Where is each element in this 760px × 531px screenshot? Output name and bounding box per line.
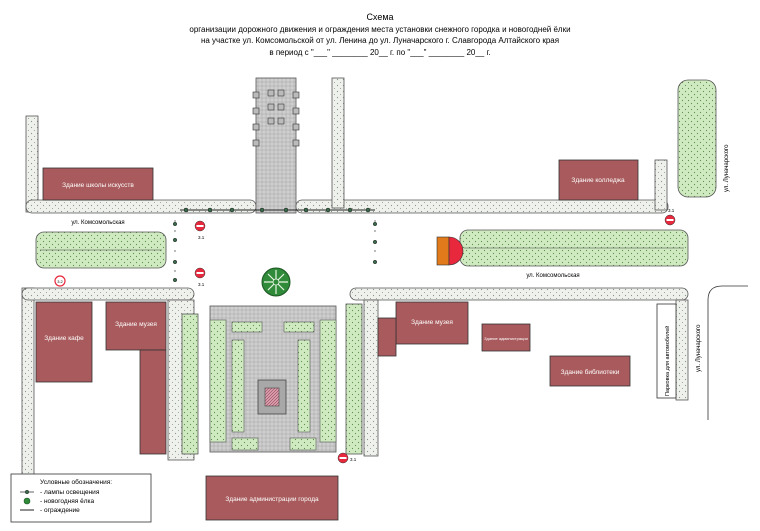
street-komsomolskaya-top: ул. Комсомольская xyxy=(71,220,124,226)
scheme-subtitle-2: на участке ул. Комсомольской от ул. Лени… xyxy=(200,36,560,45)
street-lunacharskogo-top: ул. Луначарского xyxy=(724,144,730,192)
sidewalk xyxy=(331,77,345,209)
sign-3-1-b: 3.1 xyxy=(194,267,206,287)
building-admin-small xyxy=(481,323,531,352)
building-cafe-label: Здание кафе xyxy=(44,335,84,342)
street-lunacharskogo-bottom: ул. Луначарского xyxy=(696,324,702,372)
legend-fence: - ограждение xyxy=(40,507,80,514)
street-komsomolskaya-bottom: ул. Комсомольская xyxy=(526,273,579,279)
building-college-label: Здание колледжа xyxy=(571,177,625,184)
sidewalk xyxy=(363,299,379,457)
building-museum-right xyxy=(395,301,469,345)
building-museum-left xyxy=(105,301,167,351)
svg-text:3.2: 3.2 xyxy=(57,279,63,284)
pedestrian-alley xyxy=(255,77,297,214)
sidewalk xyxy=(25,199,257,214)
lamp-icon xyxy=(24,489,30,495)
sidewalk xyxy=(349,287,689,301)
sidewalk xyxy=(675,299,689,401)
sign-3-1-d: 3.1 xyxy=(337,452,357,464)
sidewalk xyxy=(21,287,195,301)
legend-title: Условные обозначения: xyxy=(40,478,112,486)
square-green xyxy=(209,319,227,443)
building-museum-left-label: Здание музея xyxy=(115,321,157,328)
tree-icon xyxy=(23,497,31,505)
sign-3-1-a: 3.1 xyxy=(194,220,206,240)
central-square xyxy=(209,305,337,453)
legend-tree: - новогодняя ёлка xyxy=(40,498,94,505)
scheme-period: в период с "___" ________ 20__ г. по "__… xyxy=(269,48,491,57)
scheme-title: Схема xyxy=(366,12,394,22)
building-city-admin xyxy=(205,475,339,521)
building-city-admin-label: Здание администрации города xyxy=(225,496,319,503)
green-zone xyxy=(677,79,717,198)
sign-3-1-c: 3.1 xyxy=(664,208,676,226)
sidewalk xyxy=(25,115,39,213)
building-college xyxy=(558,159,639,201)
sidewalk xyxy=(295,199,669,214)
christmas-tree-icon xyxy=(261,267,291,297)
scheme-subtitle-1: организации дорожного движения и огражде… xyxy=(189,25,571,34)
monument xyxy=(264,387,280,407)
parking-label: Парковка для автомобилей xyxy=(664,326,671,396)
sign-3-2: 3.2 xyxy=(54,275,66,287)
parking-area xyxy=(656,303,677,399)
green-zone xyxy=(181,313,199,455)
building-cafe xyxy=(35,301,93,383)
building-museum-left-wing xyxy=(139,349,167,455)
top-fence xyxy=(180,207,375,213)
svg-text:3.1: 3.1 xyxy=(668,208,675,213)
legend: Условные обозначения: - лампы освещения … xyxy=(10,473,152,523)
svg-text:3.1: 3.1 xyxy=(350,457,357,462)
svg-text:3.1: 3.1 xyxy=(198,235,205,240)
building-museum-right-wing xyxy=(377,317,397,357)
green-zone xyxy=(345,303,363,455)
barrier xyxy=(436,236,450,266)
alley-lamps xyxy=(252,89,300,147)
building-art-school xyxy=(42,167,154,201)
building-museum-right-label: Здание музея xyxy=(411,319,453,326)
square-green xyxy=(319,319,337,443)
road-edge xyxy=(707,285,748,420)
building-library-label: Здание библиотеки xyxy=(561,368,620,376)
building-admin-small-label: Здание администрации xyxy=(484,336,528,341)
building-library xyxy=(549,355,631,387)
svg-text:3.1: 3.1 xyxy=(198,282,205,287)
sidewalk xyxy=(654,159,668,211)
building-art-school-label: Здание школы искусств xyxy=(62,182,134,189)
barrier-end xyxy=(448,236,464,266)
legend-lamps: - лампы освещения xyxy=(40,489,100,496)
